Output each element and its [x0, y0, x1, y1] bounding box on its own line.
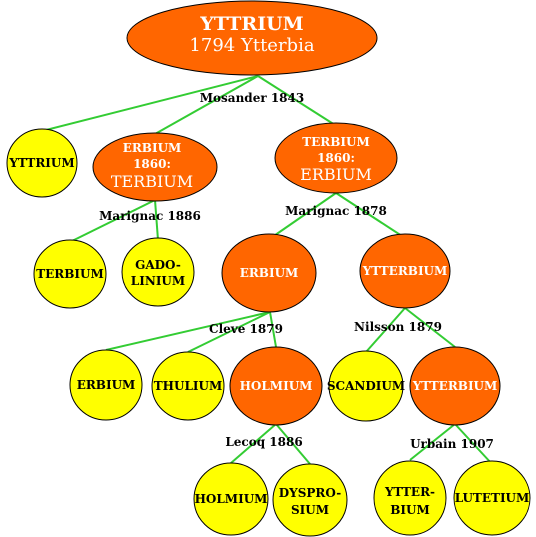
edge-erbium-erbiumleaf	[105, 311, 271, 351]
node-dysprosium-line1: DYSPRO-	[279, 486, 342, 500]
root-subtitle: 1794 Ytterbia	[189, 35, 314, 56]
node-erbium: ERBIUM	[221, 233, 317, 313]
node-thulium-label: THULIUM	[154, 379, 223, 393]
node-dysprosium-line2: SIUM	[291, 503, 329, 517]
edge-ytterbium-scandium	[365, 307, 406, 353]
edge-label-nilsson: Nilsson 1879	[354, 320, 442, 334]
node-erbium-1860: ERBIUM 1860: TERBIUM	[92, 132, 218, 202]
node-terbium: TERBIUM	[33, 239, 107, 309]
edge-root-yttrium	[41, 75, 259, 132]
node-erbium-1860-line2: 1860:	[133, 157, 171, 171]
edge-terbium1860-erbium	[267, 192, 337, 241]
edge-terbium1860-ytterbium	[335, 192, 406, 239]
edge-label-cleve: Cleve 1879	[209, 322, 283, 336]
edge-ytterbium2-lutetium	[454, 423, 493, 465]
node-yttrium: YTTRIUM	[6, 128, 78, 198]
node-ytterbium-leaf: YTTER- BIUM	[373, 460, 447, 536]
node-scandium: SCANDIUM	[327, 350, 405, 422]
edge-erbium-thulium	[187, 311, 271, 353]
node-ytterbium: YTTERBIUM	[359, 233, 451, 309]
edge-ytterbium2-ytterbiumleaf	[409, 423, 456, 461]
node-terbium-1860: TERBIUM 1860: ERBIUM	[274, 122, 398, 194]
node-holmium-leaf: HOLMIUM	[193, 462, 269, 536]
edge-root-terbium1860	[257, 75, 336, 126]
node-holmium: HOLMIUM	[229, 346, 323, 426]
node-gadolinium-line1: GADO-	[135, 258, 181, 272]
edge-label-mosander: Mosander 1843	[200, 91, 304, 105]
node-scandium-label: SCANDIUM	[327, 379, 405, 393]
edge-label-lecoq: Lecoq 1886	[225, 435, 302, 449]
node-terbium-label: TERBIUM	[36, 267, 104, 281]
edge-root-erbium1860	[154, 75, 259, 135]
node-terbium-1860-line1: TERBIUM	[302, 135, 370, 149]
node-holmium-label: HOLMIUM	[240, 379, 313, 393]
node-terbium-1860-line2: 1860:	[317, 151, 355, 165]
edge-holmium-holmiumleaf	[230, 423, 277, 464]
node-ytterbium-leaf-line2: BIUM	[390, 503, 430, 517]
node-ytterbium-2: YTTERBIUM	[409, 346, 501, 426]
edge-holmium-dysprosium	[275, 423, 311, 465]
node-erbium-1860-line3: TERBIUM	[111, 172, 193, 191]
edge-label-marignac-1878: Marignac 1878	[285, 204, 387, 218]
root-node-yttrium-1794: YTTRIUM 1794 Ytterbia	[126, 0, 378, 76]
node-lutetium-label: LUTETIUM	[455, 491, 530, 505]
node-ytterbium-2-label: YTTERBIUM	[412, 379, 498, 393]
node-erbium-leaf-label: ERBIUM	[77, 378, 136, 392]
node-holmium-leaf-label: HOLMIUM	[195, 492, 268, 506]
node-ytterbium-leaf-line1: YTTER-	[384, 485, 435, 499]
edge-label-marignac-1886: Marignac 1886	[99, 209, 201, 223]
node-yttrium-label: YTTRIUM	[8, 156, 74, 170]
edge-label-urbain: Urbain 1907	[410, 437, 494, 451]
node-dysprosium: DYSPRO- SIUM	[272, 463, 348, 537]
node-erbium-1860-line1: ERBIUM	[123, 141, 182, 155]
node-lutetium: LUTETIUM	[453, 460, 531, 536]
edge-erbium1860-gadolinium	[154, 199, 159, 241]
edge-erbium-holmium	[269, 311, 277, 348]
node-erbium-leaf: ERBIUM	[69, 349, 143, 421]
root-title: YTTRIUM	[199, 13, 303, 35]
node-erbium-label: ERBIUM	[240, 266, 299, 280]
edge-erbium1860-terbium	[69, 199, 156, 243]
node-terbium-1860-line3: ERBIUM	[300, 165, 372, 184]
node-ytterbium-label: YTTERBIUM	[362, 264, 448, 278]
node-thulium: THULIUM	[151, 351, 225, 421]
edge-ytterbium-ytterbium2	[404, 307, 456, 348]
node-gadolinium: GADO- LINIUM	[121, 237, 195, 307]
node-gadolinium-line2: LINIUM	[131, 274, 185, 288]
tree-edges	[41, 75, 493, 465]
